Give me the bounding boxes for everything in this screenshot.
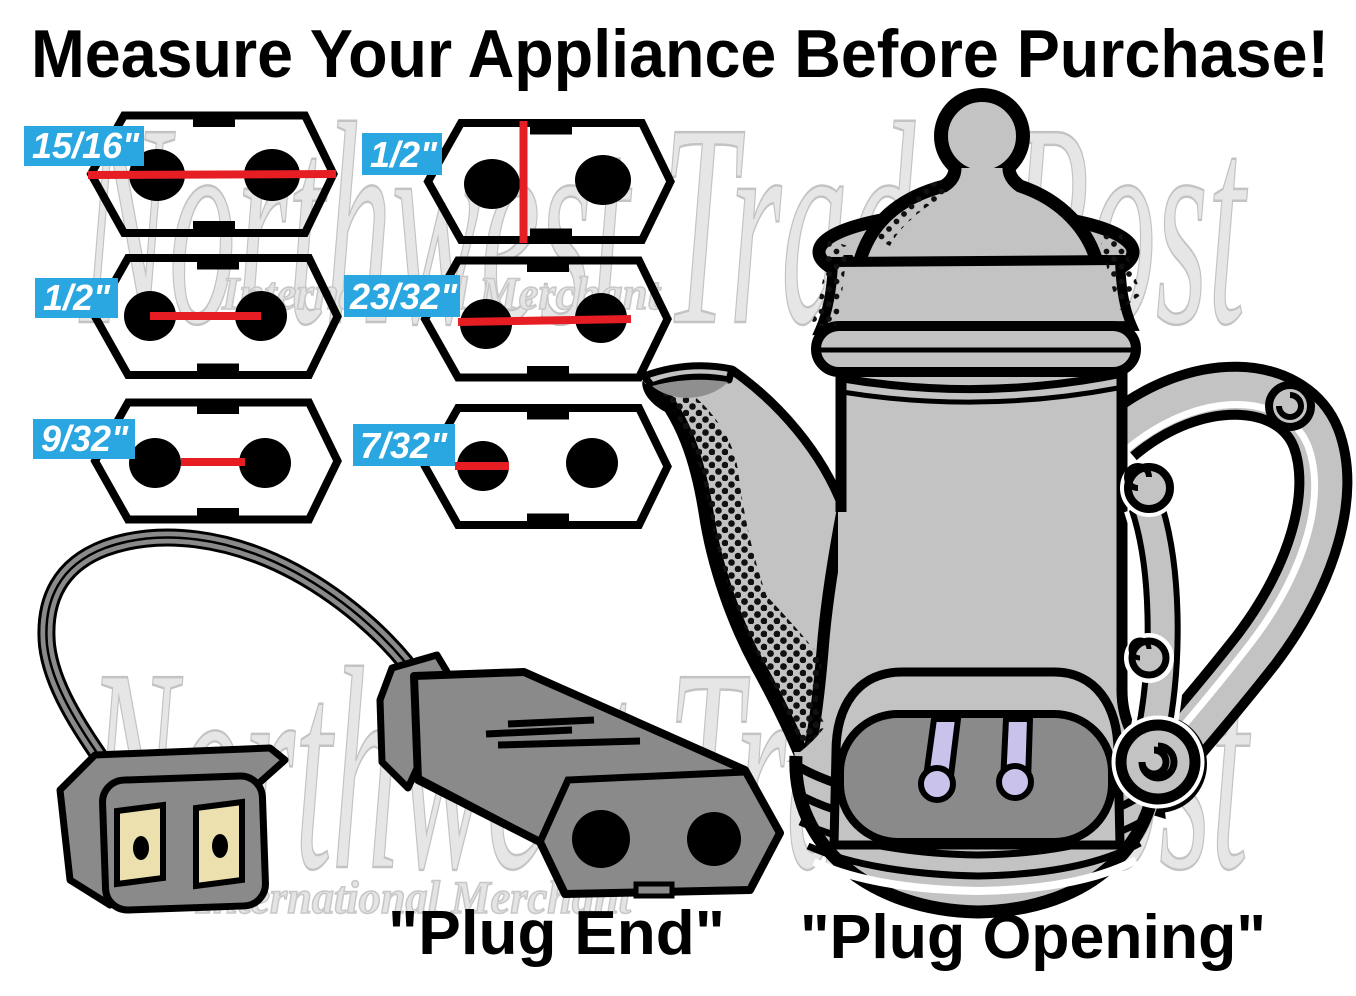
svg-text:"Plug Opening": "Plug Opening" bbox=[800, 903, 1266, 972]
svg-text:1/2": 1/2" bbox=[43, 277, 111, 318]
svg-text:Measure Your Appliance Before: Measure Your Appliance Before Purchase! bbox=[31, 16, 1329, 92]
svg-text:9/32": 9/32" bbox=[41, 418, 129, 459]
svg-text:"Plug End": "Plug End" bbox=[388, 899, 725, 968]
svg-text:7/32": 7/32" bbox=[360, 425, 448, 466]
svg-text:1/2": 1/2" bbox=[370, 134, 438, 175]
svg-text:23/32": 23/32" bbox=[349, 276, 458, 317]
svg-text:15/16": 15/16" bbox=[32, 125, 140, 166]
